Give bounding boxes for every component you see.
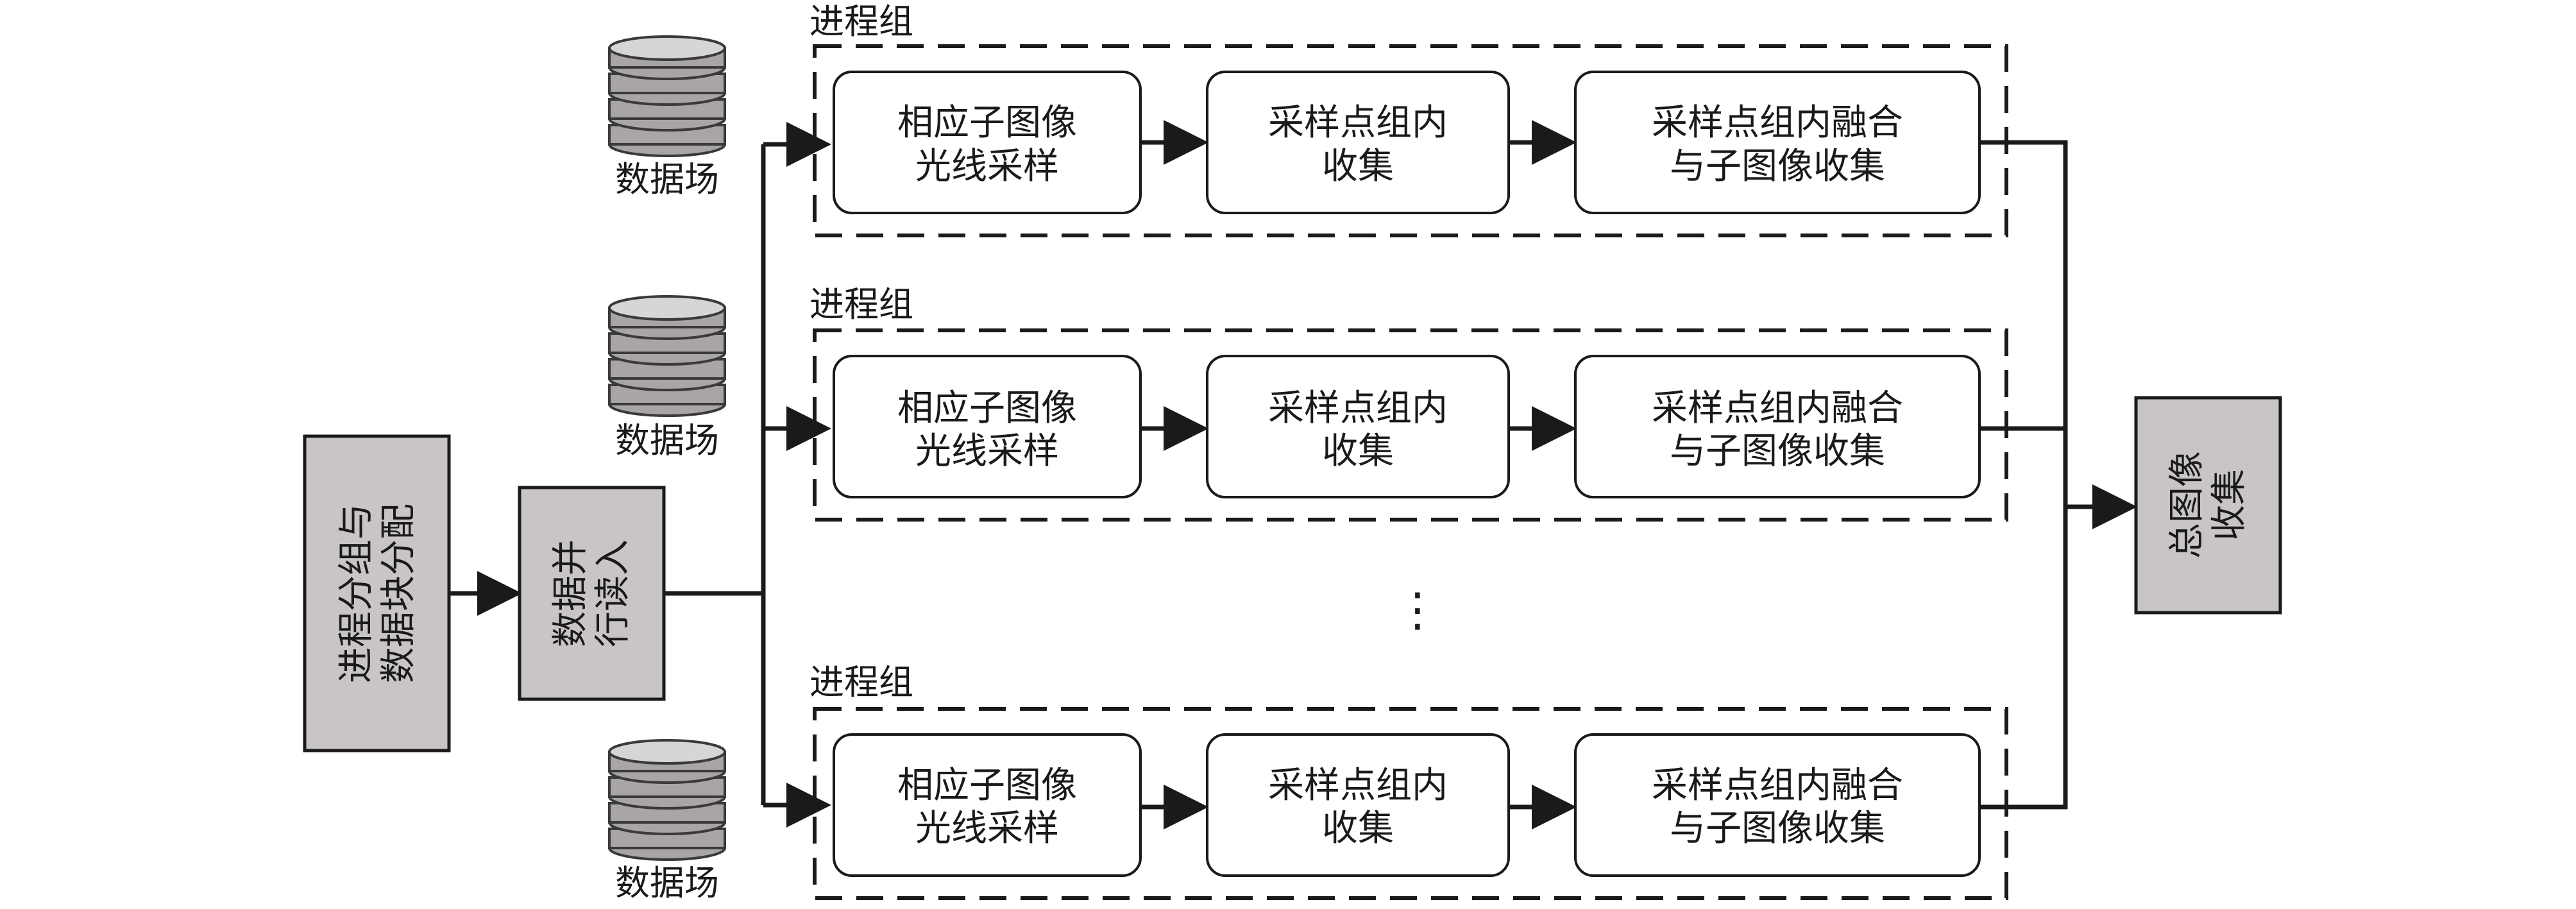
ellipsis-more-groups: ⋮	[1394, 582, 1441, 636]
read-box-line-2: 行读入	[592, 539, 634, 647]
read-box-line-1: 数据并	[550, 539, 591, 647]
process-group-label: 进程组	[809, 662, 913, 702]
data-field-label: 数据场	[615, 159, 719, 200]
step-group-collect-line-1: 采样点组内	[1268, 387, 1448, 429]
database-icon	[608, 35, 726, 157]
process-group-3: 进程组 相应子图像 光线采样 采样点组内 收集 采样点组内融合 与子图像收集	[809, 662, 2008, 900]
total-image-collection-box: 总图像 收集	[2134, 396, 2282, 615]
process-group-1: 进程组 相应子图像 光线采样 采样点组内 收集 采样点组内融合 与子图像收集	[809, 1, 2008, 237]
database-icon	[608, 739, 726, 861]
step-fusion-collect-line-1: 采样点组内融合	[1652, 387, 1903, 429]
step-ray-sampling-line-2: 光线采样	[915, 146, 1059, 187]
process-group-label: 进程组	[809, 1, 913, 42]
process-group-label: 进程组	[809, 284, 913, 325]
step-group-collect-line-2: 收集	[1322, 146, 1394, 187]
data-field-1: 数据场	[608, 35, 726, 200]
collection-bus	[1979, 140, 2068, 810]
step-ray-sampling-line-1: 相应子图像	[897, 765, 1077, 806]
step-ray-sampling-line-1: 相应子图像	[897, 102, 1077, 144]
parallel-read-box: 数据并 行读入	[518, 486, 666, 701]
step-fusion-collect-line-2: 与子图像收集	[1670, 146, 1885, 187]
data-field-label: 数据场	[615, 420, 719, 461]
data-field-3: 数据场	[608, 739, 726, 903]
output-box-line-2: 收集	[2208, 469, 2250, 541]
step-ray-sampling-line-2: 光线采样	[915, 430, 1059, 472]
step-ray-sampling-line-2: 光线采样	[915, 808, 1059, 849]
step-fusion-collect-line-1: 采样点组内融合	[1652, 765, 1903, 806]
output-box-line-1: 总图像	[2166, 451, 2208, 559]
process-group-2: 进程组 相应子图像 光线采样 采样点组内 收集 采样点组内融合 与子图像收集	[809, 284, 2008, 522]
data-field-2: 数据场	[608, 295, 726, 461]
step-group-collect-line-1: 采样点组内	[1268, 765, 1448, 806]
step-group-collect-line-2: 收集	[1322, 808, 1394, 849]
step-ray-sampling-line-1: 相应子图像	[897, 387, 1077, 429]
step-group-collect-line-1: 采样点组内	[1268, 102, 1448, 144]
data-field-label: 数据场	[615, 863, 719, 903]
step-fusion-collect-line-1: 采样点组内融合	[1652, 102, 1903, 144]
database-icon	[608, 295, 726, 417]
step-group-collect-line-2: 收集	[1322, 430, 1394, 472]
step-fusion-collect-line-2: 与子图像收集	[1670, 808, 1885, 849]
step-fusion-collect-line-2: 与子图像收集	[1670, 430, 1885, 472]
allocation-box-line-1: 进程分组与	[335, 504, 377, 683]
allocation-box: 进程分组与 数据块分配	[303, 434, 451, 752]
allocation-box-line-2: 数据块分配	[378, 504, 419, 683]
